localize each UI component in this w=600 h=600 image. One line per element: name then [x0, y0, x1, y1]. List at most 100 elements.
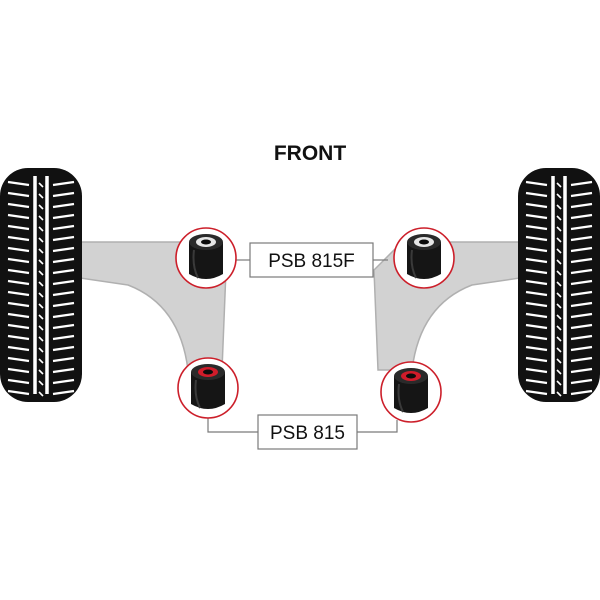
tyre-sipe	[38, 314, 44, 320]
tyre-sipe	[7, 224, 30, 231]
tyre-sipe	[525, 334, 548, 341]
tyre-sipe	[556, 259, 562, 265]
tyre-sipe	[7, 389, 30, 396]
rear-bush-leader	[207, 416, 398, 433]
tyre-sipe	[7, 235, 30, 242]
tyre-sipe	[525, 202, 548, 209]
tyre-sipe	[38, 380, 44, 386]
tyre-sipe	[7, 202, 30, 209]
tyre-sipe	[38, 182, 44, 188]
tyre-sipe	[525, 191, 548, 198]
tyre-sipe	[52, 323, 75, 330]
tyre-sipe	[570, 279, 593, 286]
tyre-sipe	[556, 380, 562, 386]
tyre-sipe	[7, 312, 30, 319]
diagram-title: FRONT	[274, 142, 346, 165]
tyre-sipe	[525, 290, 548, 297]
front-right-bush-icon	[393, 227, 455, 289]
bush-shine	[194, 379, 201, 409]
tyre-sipe	[570, 389, 593, 396]
tyre-groove	[551, 176, 555, 394]
tyre-sipe	[7, 213, 30, 220]
tyre-sipe	[570, 378, 593, 385]
psb-815f-callout: PSB 815F	[249, 242, 374, 278]
rear-left-bush-icon	[177, 357, 239, 419]
tyre-sipe	[38, 303, 44, 309]
tyre-sipe	[52, 367, 75, 374]
tyre-sipe	[556, 325, 562, 331]
psb-815-callout: PSB 815	[257, 414, 358, 450]
tyre-sipe	[52, 378, 75, 385]
tyre-sipe	[525, 257, 548, 264]
tyre-sipe	[570, 213, 593, 220]
tyre-sipe	[52, 235, 75, 242]
tyre-sipe	[570, 301, 593, 308]
tyre-sipe	[556, 193, 562, 199]
tyre-sipe	[525, 378, 548, 385]
left-tyre-icon	[0, 168, 82, 402]
tyre-sipe	[52, 224, 75, 231]
tyre-sipe	[38, 281, 44, 287]
tyre-sipe	[570, 356, 593, 363]
front-left-bush-icon	[175, 227, 237, 289]
bush-bore	[201, 239, 211, 245]
tyre-sipe	[7, 323, 30, 330]
tyre-sipe	[7, 301, 30, 308]
tyre-sipe	[570, 224, 593, 231]
tyre-sipe	[525, 235, 548, 242]
tyre-sipe	[525, 224, 548, 231]
tyre-sipe	[570, 180, 593, 187]
tyre-sipe	[525, 246, 548, 253]
tyre-sipe	[570, 334, 593, 341]
tyre-sipe	[525, 213, 548, 220]
tyre-sipe	[556, 292, 562, 298]
tyre-sipe	[52, 213, 75, 220]
bush-bore	[419, 239, 429, 245]
tyre-sipe	[525, 345, 548, 352]
tyre-sipe	[570, 367, 593, 374]
tyre-sipe	[38, 369, 44, 375]
tyre-sipe	[556, 226, 562, 232]
tyre-sipe	[52, 312, 75, 319]
tyre-sipe	[7, 290, 30, 297]
tyre-sipe	[556, 270, 562, 276]
tyre-sipe	[556, 369, 562, 375]
tyre-sipe	[570, 312, 593, 319]
tyre-groove	[33, 176, 37, 394]
bush-body	[189, 242, 223, 279]
tyre-sipe	[7, 257, 30, 264]
tyre-sipe	[7, 345, 30, 352]
tyre-sipe	[52, 334, 75, 341]
tyre-sipe	[570, 290, 593, 297]
tyre-sipe	[38, 237, 44, 243]
tyre-sipe	[570, 235, 593, 242]
tyre-sipe	[7, 246, 30, 253]
tyre-sipe	[570, 191, 593, 198]
tyre-sipe	[556, 248, 562, 254]
tyre-sipe	[525, 367, 548, 374]
tyre-sipe	[7, 180, 30, 187]
tyre-sipe	[570, 323, 593, 330]
tyre-sipe	[38, 347, 44, 353]
tyre-sipe	[7, 378, 30, 385]
tyre-sipe	[38, 391, 44, 397]
tyre-sipe	[52, 356, 75, 363]
tyre-sipe	[52, 180, 75, 187]
tyre-sipe	[556, 237, 562, 243]
right-tyre-tread	[525, 176, 593, 397]
tyre-sipe	[52, 279, 75, 286]
tyre-sipe	[38, 259, 44, 265]
bush-bore	[203, 369, 213, 375]
tyre-sipe	[570, 345, 593, 352]
tyre-sipe	[525, 268, 548, 275]
tyre-sipe	[52, 191, 75, 198]
tyre-sipe	[525, 389, 548, 396]
tyre-sipe	[52, 202, 75, 209]
tyre-sipe	[38, 336, 44, 342]
bush-shine	[410, 249, 417, 279]
tyre-sipe	[38, 358, 44, 364]
bush-shine	[192, 249, 199, 279]
bush-body	[191, 372, 225, 409]
tyre-sipe	[38, 270, 44, 276]
